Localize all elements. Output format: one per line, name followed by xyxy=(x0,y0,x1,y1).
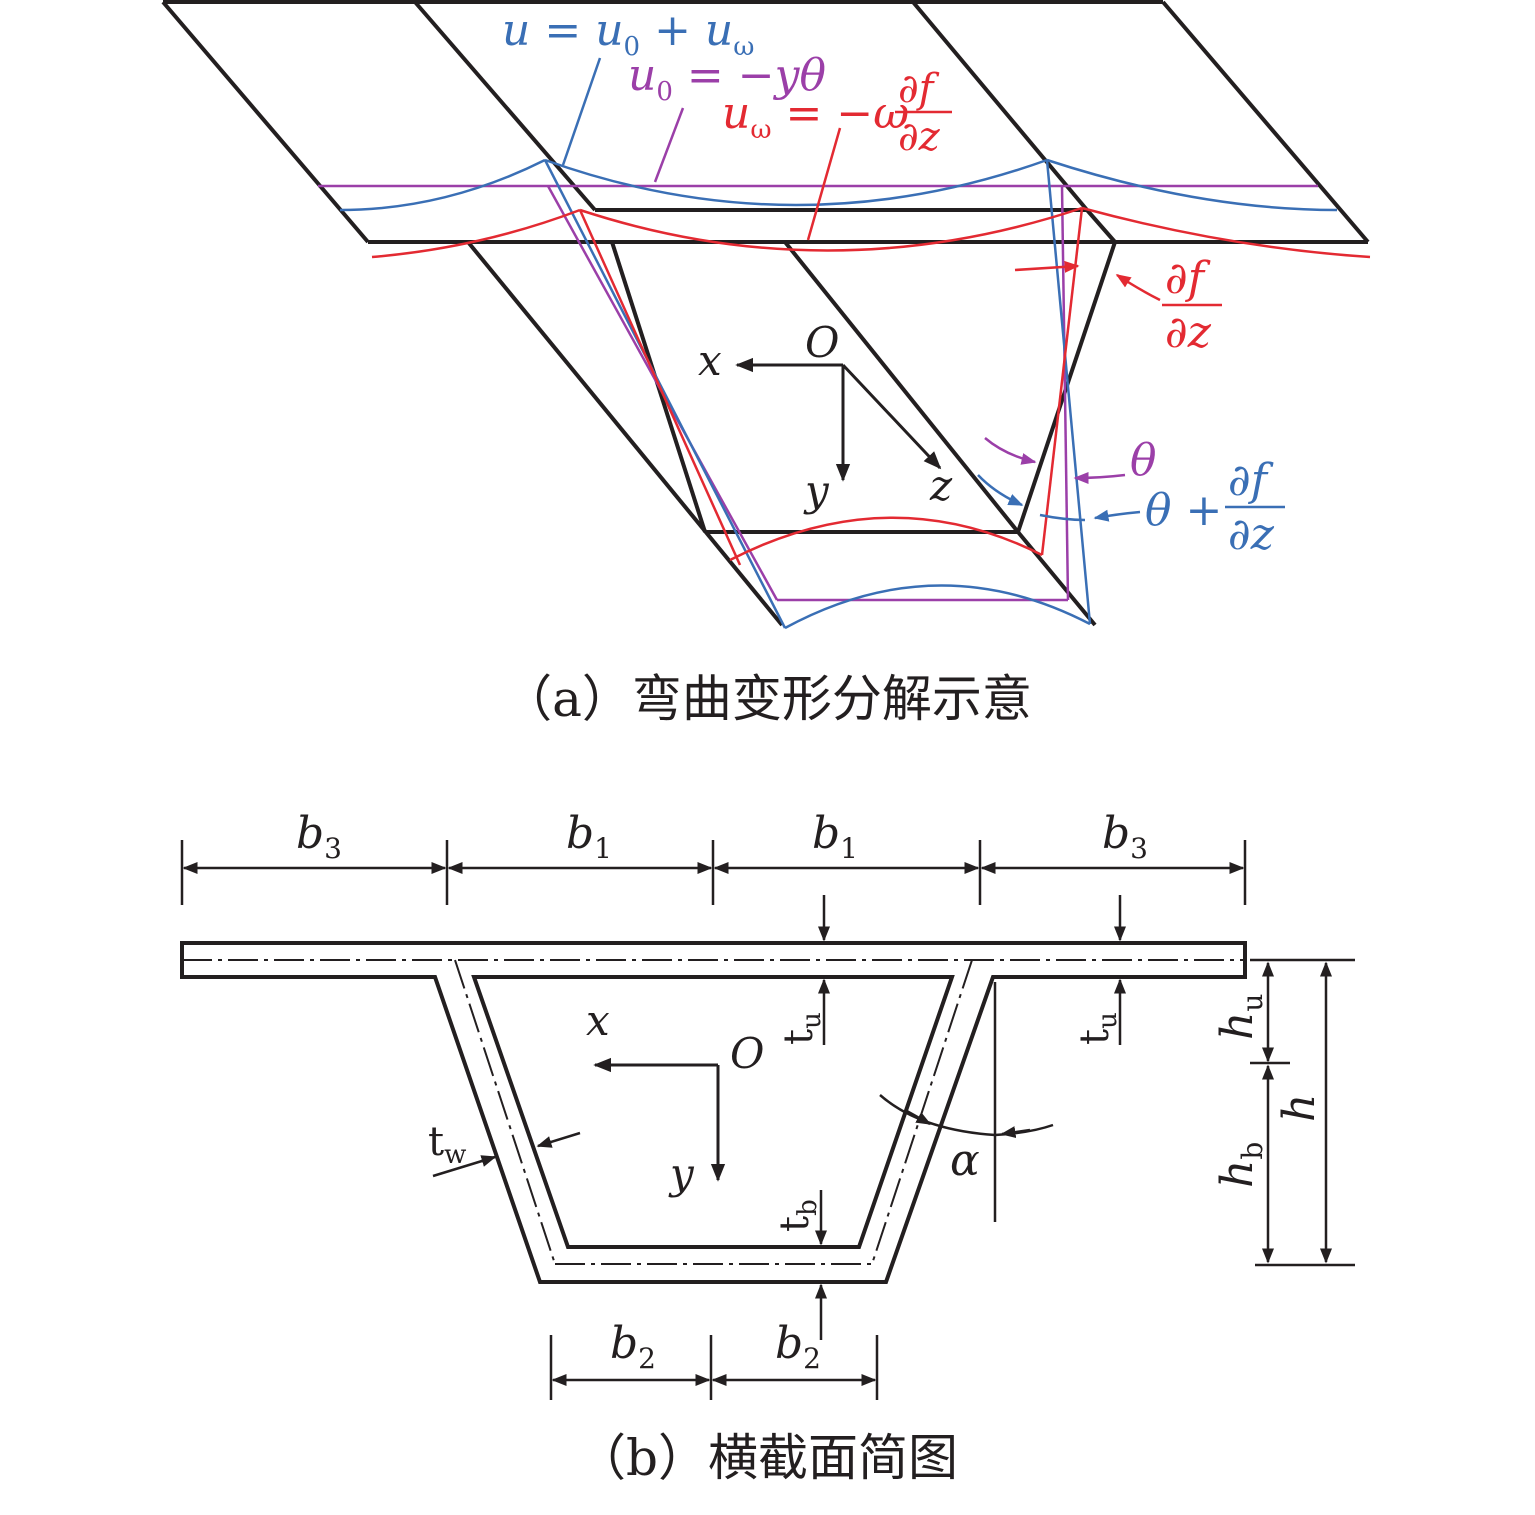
theta-plus-label: θ + xyxy=(1145,485,1222,536)
eq-u-label: u = u0 + uω xyxy=(502,5,754,62)
axis-o-label-b: O xyxy=(730,1029,764,1078)
df-dz-red-label: ∂f ∂z xyxy=(1162,253,1222,358)
caption-a: （a）弯曲变形分解示意 xyxy=(502,670,1032,728)
axes-b xyxy=(593,1057,726,1182)
b3-label-left: b3 xyxy=(296,808,342,865)
section-inner-cell xyxy=(471,975,955,1249)
axis-o-label-a: O xyxy=(805,318,839,367)
axis-x-label-a: x xyxy=(698,336,722,385)
dim-bottom xyxy=(549,1335,879,1400)
part-a-box-girder-3d: O x y z u = u0 + uω u0 = −yθ uω = −ω ∂f … xyxy=(161,0,1371,728)
alpha-label: α xyxy=(950,1135,980,1186)
b2-label-left: b2 xyxy=(610,1318,656,1375)
axis-y-label-b: y xyxy=(668,1149,695,1198)
df-dz-blue-num: ∂f xyxy=(1228,455,1274,506)
b2-label-right: b2 xyxy=(775,1318,821,1375)
eq-uw-frac-den: ∂z xyxy=(898,114,941,160)
axis-x-label-b: x xyxy=(586,996,610,1045)
eq-uw-frac-num: ∂f xyxy=(898,66,940,112)
blue-total-warping-curves xyxy=(339,57,1338,630)
tu-label-right: tu xyxy=(1072,1012,1123,1045)
tu-label-left: tu xyxy=(776,1012,827,1045)
dim-top xyxy=(180,840,1247,905)
dim-right xyxy=(1250,958,1355,1267)
df-dz-blue-den: ∂z xyxy=(1228,509,1275,560)
df-dz-red-den: ∂z xyxy=(1165,307,1212,358)
caption-b: （b）横截面简图 xyxy=(576,1429,958,1487)
df-dz-blue-label: ∂f ∂z xyxy=(1225,455,1285,560)
part-b-cross-section: b3 b1 b1 b3 tu tu hu hb h xyxy=(180,808,1355,1487)
black-girder-outline xyxy=(161,0,1370,627)
h-label: h xyxy=(1274,1094,1325,1122)
theta-label: θ xyxy=(1130,435,1157,486)
eq-uw-label: uω = −ω xyxy=(722,88,909,145)
tw-marker xyxy=(432,1131,581,1178)
eq-uw-fraction: ∂f ∂z xyxy=(895,66,952,160)
axis-z-label-a: z xyxy=(929,461,953,510)
tu-markers xyxy=(818,895,1126,1045)
axis-z-arrow xyxy=(841,363,942,470)
hu-label: hu xyxy=(1212,994,1269,1040)
alpha-marker xyxy=(879,982,1054,1222)
df-dz-red-num: ∂f xyxy=(1165,253,1211,304)
section-centerline xyxy=(182,959,1245,1265)
axis-y-label-a: y xyxy=(803,466,830,515)
section-outer-outline xyxy=(180,941,1247,1284)
b3-label-right: b3 xyxy=(1102,808,1148,865)
eq-u0-label: u0 = −yθ xyxy=(628,50,826,107)
b1-label-left: b1 xyxy=(566,808,612,865)
axes-a xyxy=(735,357,942,482)
b1-label-right: b1 xyxy=(812,808,858,865)
hb-label: hb xyxy=(1212,1142,1269,1188)
tw-label: tw xyxy=(428,1119,466,1170)
tb-label: tb xyxy=(772,1199,823,1232)
